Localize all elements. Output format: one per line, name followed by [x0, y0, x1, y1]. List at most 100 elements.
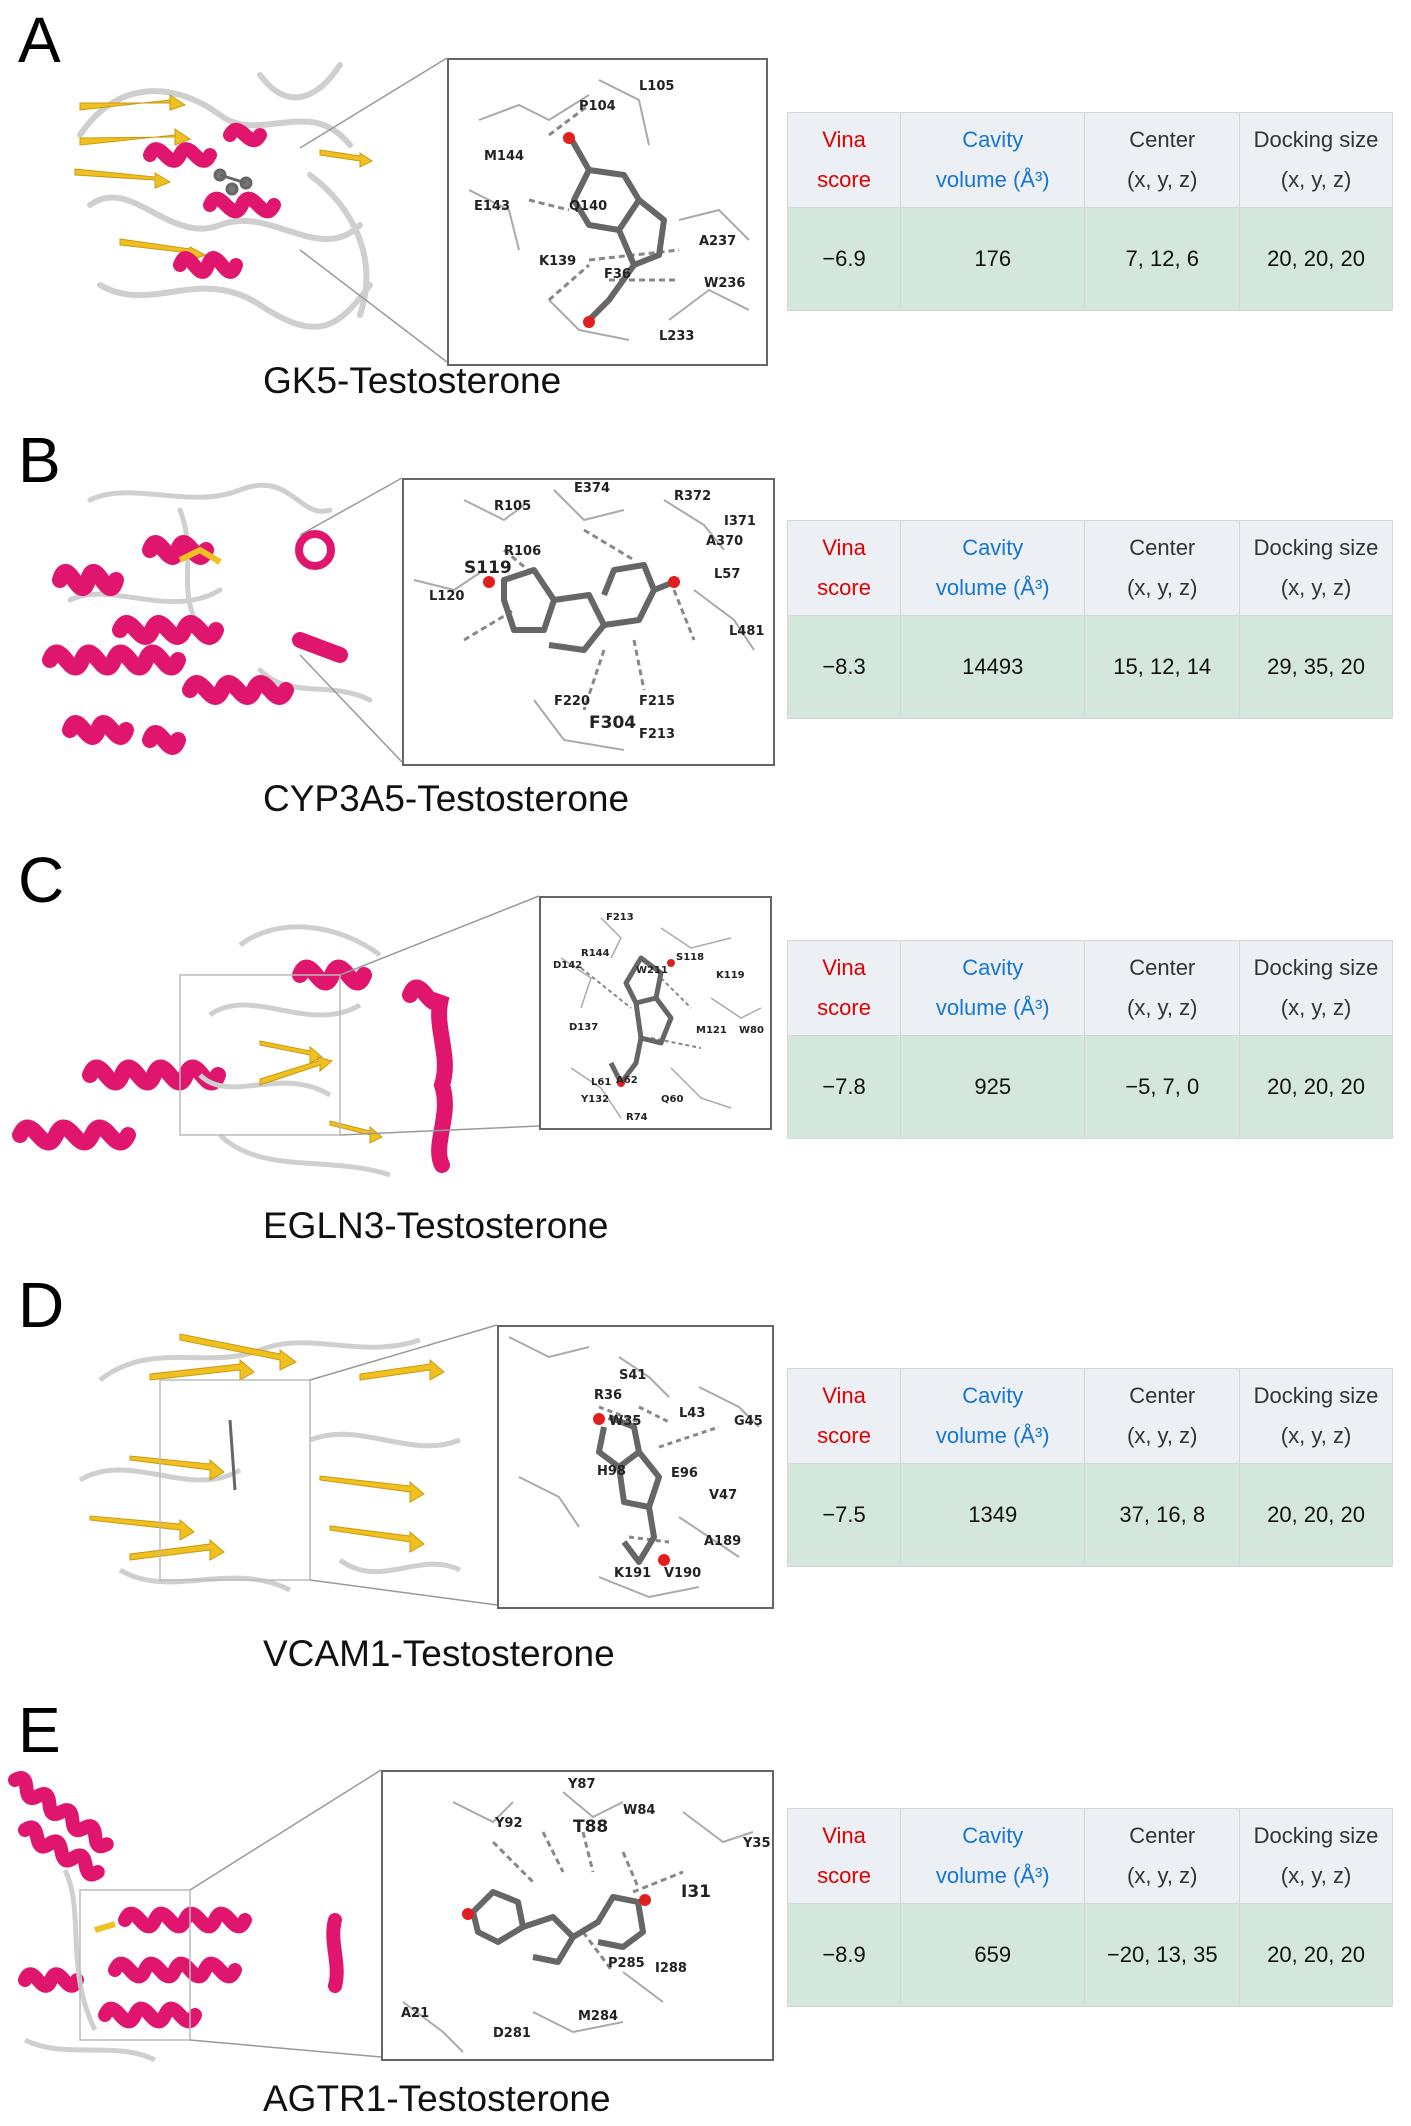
protein-structure-image — [74, 62, 373, 330]
docking-size-header: Docking size — [1253, 127, 1379, 152]
residue-label: A62 — [616, 1075, 638, 1086]
cavity-volume-value: 659 — [900, 1903, 1086, 2007]
residue-label: E96 — [671, 1466, 698, 1481]
docking-size-value: 20, 20, 20 — [1239, 1463, 1393, 1567]
panel-caption: VCAM1-Testosterone — [263, 1633, 615, 1674]
cavity-volume-value: 925 — [900, 1035, 1086, 1139]
cavity-header: Cavity — [962, 127, 1024, 152]
panel-letter: E — [18, 1694, 61, 1766]
vina-header-sub: score — [817, 167, 871, 192]
binding-site-diagram: Y87 W84 Y92 T88 Y35 I31 P285 I288 A21 M2… — [401, 1777, 771, 2053]
protein-structure-image — [8, 1771, 344, 2063]
residue-label: F213 — [606, 912, 634, 923]
residue-label: P104 — [579, 99, 616, 114]
residue-label: D142 — [553, 960, 582, 971]
residue-label: K191 — [614, 1566, 651, 1581]
panel-caption: AGTR1-Testosterone — [263, 2078, 611, 2119]
cavity-volume-value: 176 — [900, 207, 1086, 311]
residue-label: D137 — [569, 1022, 598, 1033]
center-header-sub: (x, y, z) — [1127, 1423, 1198, 1448]
residue-label: F215 — [639, 694, 675, 709]
docking-size-value: 20, 20, 20 — [1239, 1903, 1393, 2007]
vina-header-sub: score — [817, 575, 871, 600]
cavity-volume-value: 14493 — [900, 615, 1086, 719]
vina-score-value: −7.8 — [786, 1035, 902, 1139]
residue-label: F304 — [589, 713, 636, 733]
residue-label: P285 — [608, 1956, 645, 1971]
cavity-header: Cavity — [962, 535, 1024, 560]
residue-label: L105 — [639, 79, 674, 94]
center-header-sub: (x, y, z) — [1127, 995, 1198, 1020]
docking-size-header: Docking size — [1253, 535, 1379, 560]
panel-d: D — [0, 1265, 1411, 1690]
zoom-connector-lines — [339, 895, 540, 1136]
vina-header: Vina — [822, 1823, 866, 1848]
cavity-header-sub: volume (Å³) — [935, 1423, 1050, 1448]
center-value: 7, 12, 6 — [1084, 207, 1241, 311]
residue-label: V47 — [709, 1488, 737, 1503]
residue-label: W211 — [636, 965, 668, 976]
residue-label: D281 — [493, 2026, 531, 2041]
residue-label: W80 — [739, 1025, 764, 1036]
docking-size-value: 20, 20, 20 — [1239, 1035, 1393, 1139]
binding-site-diagram: S41 R36 L43 W35 G45 H98 E96 V47 A189 K19… — [508, 1336, 763, 1599]
residue-label: A21 — [401, 2006, 429, 2021]
residue-label: Y35 — [742, 1836, 771, 1851]
residue-label: M144 — [484, 149, 524, 164]
center-value: −5, 7, 0 — [1084, 1035, 1241, 1139]
residue-label: S119 — [464, 558, 512, 578]
binding-site-diagram: E374 R372 R105 I371 A370 R106 S119 L57 L… — [413, 481, 764, 751]
vina-header: Vina — [822, 535, 866, 560]
docking-size-header-sub: (x, y, z) — [1280, 575, 1352, 600]
cavity-header-sub: volume (Å³) — [935, 575, 1050, 600]
docking-size-value: 20, 20, 20 — [1239, 207, 1393, 311]
residue-label: K119 — [716, 970, 745, 981]
center-value: 37, 16, 8 — [1084, 1463, 1241, 1567]
cavity-header: Cavity — [962, 1823, 1024, 1848]
protein-structure-image — [78, 1333, 462, 1593]
cavity-header-sub: volume (Å³) — [935, 167, 1050, 192]
docking-size-header: Docking size — [1253, 1823, 1379, 1848]
binding-site-diagram: F213 R144 D142 W211 S118 K119 D137 M121 … — [553, 912, 764, 1123]
center-value: −20, 13, 35 — [1084, 1903, 1241, 2007]
docking-size-header-sub: (x, y, z) — [1280, 1423, 1352, 1448]
docking-size-value: 29, 35, 20 — [1239, 615, 1393, 719]
residue-label: F213 — [639, 727, 675, 742]
zoom-connector-lines — [299, 477, 403, 763]
residue-label: A237 — [699, 234, 736, 249]
binding-site-inset: Y87 W84 Y92 T88 Y35 I31 P285 I288 A21 M2… — [381, 1770, 774, 2061]
residue-label: R144 — [581, 948, 610, 959]
panel-caption: CYP3A5-Testosterone — [263, 778, 630, 819]
vina-header-sub: score — [817, 995, 871, 1020]
panel-letter: B — [18, 424, 61, 496]
residue-label: R36 — [594, 1388, 622, 1403]
vina-score-value: −7.5 — [786, 1463, 902, 1567]
residue-label: F36 — [604, 267, 631, 282]
zoom-connector-lines — [189, 1769, 382, 2058]
residue-label: K139 — [539, 254, 576, 269]
binding-site-inset: E374 R372 R105 I371 A370 R106 S119 L57 L… — [402, 478, 775, 766]
panel-c: C — [0, 840, 1411, 1265]
residue-label: Y132 — [580, 1094, 609, 1105]
residue-label: I371 — [724, 514, 756, 529]
panel-e: E — [0, 1690, 1411, 2126]
panel-caption: EGLN3-Testosterone — [263, 1205, 609, 1246]
vina-score-value: −6.9 — [786, 207, 902, 311]
residue-label: L481 — [729, 624, 764, 639]
vina-header-sub: score — [817, 1863, 871, 1888]
docking-size-header-sub: (x, y, z) — [1280, 1863, 1352, 1888]
residue-label: E374 — [574, 481, 610, 496]
residue-label: L57 — [714, 567, 740, 582]
residue-label: A370 — [706, 534, 743, 549]
panel-letter: D — [18, 1269, 65, 1341]
center-header: Center — [1129, 1823, 1196, 1848]
panel-a: A — [0, 0, 1411, 420]
residue-label: Q60 — [661, 1094, 683, 1105]
cavity-header-sub: volume (Å³) — [935, 995, 1050, 1020]
residue-label: R372 — [674, 489, 711, 504]
protein-structure-image — [12, 924, 453, 1178]
panel-letter: C — [18, 844, 65, 916]
residue-label: T88 — [573, 1817, 608, 1837]
